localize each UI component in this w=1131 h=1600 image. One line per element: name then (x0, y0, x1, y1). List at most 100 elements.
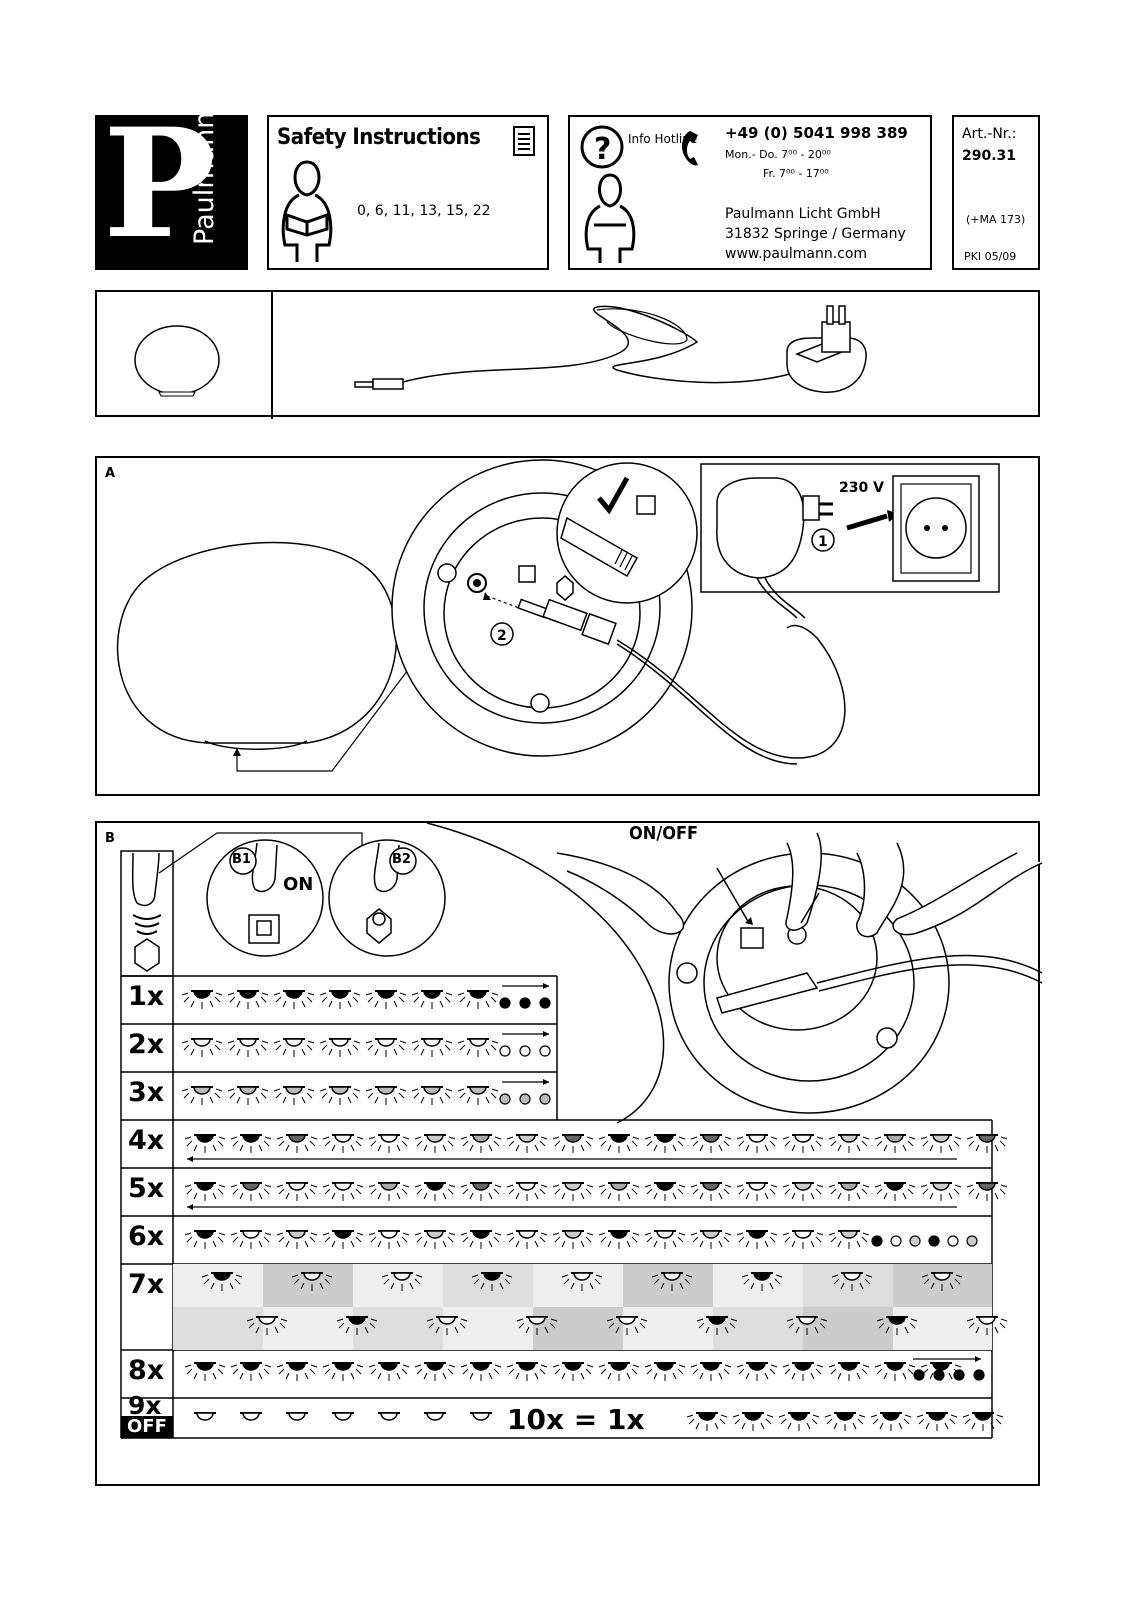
lamp-globe (117, 541, 397, 744)
lamp-glyph (319, 1038, 361, 1057)
sequence-dot (947, 1235, 959, 1247)
mode-label-1x: 1x (128, 981, 165, 1012)
lamp-glyph (322, 1362, 364, 1381)
lamp-glyph (644, 1362, 686, 1381)
lamp-glyph (276, 1134, 318, 1153)
lamp-glyph (368, 1230, 410, 1249)
sequence-dot (953, 1369, 965, 1381)
lamp-glyph (411, 1086, 453, 1105)
sequence-dot (499, 1045, 511, 1057)
section-b-illustration (120, 822, 1043, 1439)
lamp-glyph (227, 1038, 269, 1057)
mode-label-4x: 4x (128, 1125, 165, 1156)
lamp-glyph (322, 1230, 364, 1249)
lamp-glyph (598, 1182, 640, 1201)
lamp-glyph (552, 1230, 594, 1249)
lamp-glyph (876, 1316, 918, 1335)
lamp-glyph (368, 1362, 410, 1381)
lamp-glyph (552, 1182, 594, 1201)
lamp-glyph (184, 1362, 226, 1381)
lamp-glyph (414, 1182, 456, 1201)
lamp-glyph (516, 1316, 558, 1335)
lamp-glyph (381, 1272, 423, 1291)
hotline-label: Info Hotline (628, 132, 698, 146)
jack-plug (354, 378, 404, 390)
sequence-dot (539, 1093, 551, 1105)
lamp-glyph (411, 990, 453, 1009)
safety-instructions-box: Safety Instructions 0, 6, 11, 13, 15, 22 (267, 115, 549, 270)
lamp-glyph (782, 1362, 824, 1381)
inset-adapter (716, 477, 805, 579)
lamp-glyph (736, 1230, 778, 1249)
lamp-glyph (690, 1134, 732, 1153)
sequence-dot (519, 997, 531, 1009)
lamp-glyph (201, 1272, 243, 1291)
lamp-glyph (457, 1086, 499, 1105)
lamp-glyph (276, 1362, 318, 1381)
lamp-glyph (181, 1086, 223, 1105)
lamp-glyph (782, 1134, 824, 1153)
b1-label: B1 (232, 852, 251, 867)
lamp-glyph (460, 1182, 502, 1201)
lamp-glyph (651, 1272, 693, 1291)
lamp-glyph (736, 1182, 778, 1201)
svg-text:2: 2 (497, 628, 507, 644)
lamp-glyph (230, 1230, 272, 1249)
lamp-glyph (598, 1134, 640, 1153)
lamp-glyph (276, 1182, 318, 1201)
lamp-glyph (426, 1316, 468, 1335)
lamp-glyph (831, 1272, 873, 1291)
logo-letter: P (103, 96, 216, 272)
sequence-dot (871, 1235, 883, 1247)
lamp-glyph (230, 1182, 272, 1201)
onoff-label: ON/OFF (629, 823, 699, 844)
lamp-glyph (870, 1412, 912, 1431)
lamp-glyph (598, 1362, 640, 1381)
section-a: A 2 (95, 456, 1040, 796)
sequence-dot (539, 997, 551, 1009)
article-number: 290.31 (962, 148, 1017, 164)
lamp-glyph (686, 1412, 728, 1431)
lamp-glyph (457, 990, 499, 1009)
lamp-glyph (273, 1038, 315, 1057)
lamp-glyph (916, 1412, 958, 1431)
section-b: B (95, 821, 1043, 1486)
lamp-glyph (644, 1134, 686, 1153)
hotline-box: ? Info Hotline +49 (0) 5041 998 389 Mon.… (568, 115, 932, 270)
lamp-glyph (506, 1230, 548, 1249)
lamp-glyph (332, 1412, 354, 1421)
mode-label-5x: 5x (128, 1173, 165, 1204)
lamp-glyph (506, 1134, 548, 1153)
lamp-glyph (227, 990, 269, 1009)
lamp-glyph (644, 1230, 686, 1249)
mode-label-8x: 8x (128, 1355, 165, 1386)
lamp-glyph (506, 1182, 548, 1201)
lamp-glyph (319, 990, 361, 1009)
lamp-glyph (457, 1038, 499, 1057)
lamp-glyph (471, 1272, 513, 1291)
lamp-glyph (246, 1316, 288, 1335)
b2-detail (328, 839, 446, 957)
lamp-glyph (828, 1182, 870, 1201)
sequence-dot (890, 1235, 902, 1247)
lamp-glyph (921, 1272, 963, 1291)
lamp-glyph (824, 1412, 866, 1431)
parts-illustration (134, 292, 867, 419)
lamp-glyph (322, 1182, 364, 1201)
mode-label-off: OFF (127, 1416, 167, 1437)
lamp-glyph (181, 990, 223, 1009)
sequence-dot (913, 1369, 925, 1381)
brand-name: Paulmann (189, 111, 220, 245)
lamp-glyph (378, 1412, 400, 1421)
sequence-arrow-head (975, 1356, 981, 1362)
power-cable (402, 305, 813, 384)
power-adapter (786, 305, 867, 393)
lamp-glyph (240, 1412, 262, 1421)
lamp-glyph (778, 1412, 820, 1431)
company-address: 31832 Springe / Germany (725, 226, 906, 242)
lamp-glyph (184, 1230, 226, 1249)
check-icon (597, 476, 630, 515)
sequence-dot (499, 997, 511, 1009)
company-name: Paulmann Licht GmbH (725, 206, 881, 222)
lamp-glyph (736, 1134, 778, 1153)
